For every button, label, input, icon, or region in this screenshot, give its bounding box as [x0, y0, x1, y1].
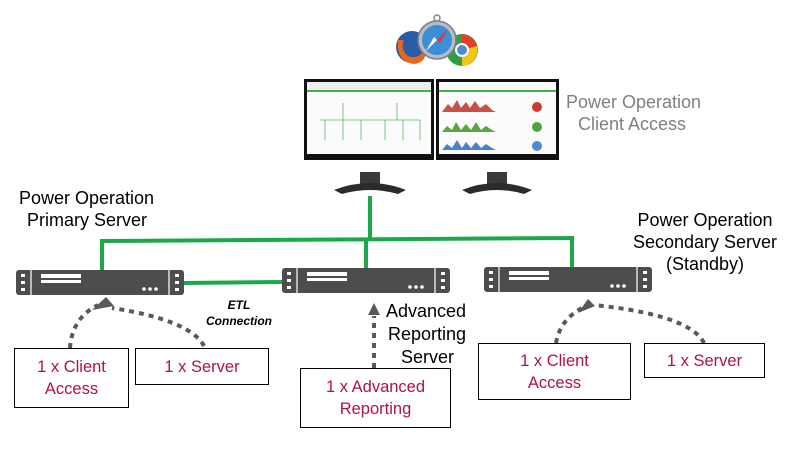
license-arrows: [68, 303, 706, 368]
license-box-primary-client: 1 x Client Access: [14, 348, 129, 408]
license-text: 1 x Client: [520, 351, 589, 370]
etl-connection-label: ETL Connection: [196, 297, 282, 329]
reporting-label-line2: Reporting: [388, 324, 467, 344]
reporting-label-line1: Advanced: [385, 301, 467, 321]
link-primary: [100, 235, 574, 270]
reporting-server-icon: [281, 267, 451, 294]
license-box-secondary-client: 1 x Client Access: [478, 343, 631, 400]
secondary-label-line2: Secondary Server: [632, 232, 778, 252]
secondary-server-label: Power Operation Secondary Server (Standb…: [630, 209, 780, 275]
license-box-secondary-server: 1 x Server: [644, 343, 765, 378]
arrow-heads: [92, 297, 595, 315]
monitor-right: [436, 79, 559, 194]
license-text: Reporting: [339, 400, 412, 418]
arrow-head-reporting: [368, 303, 380, 315]
arrow-head-secondary: [578, 299, 595, 313]
primary-server-label: Power Operation Primary Server: [19, 187, 154, 231]
secondary-label-line1: Power Operation: [637, 210, 773, 230]
arrow-primary-client: [68, 303, 99, 349]
arrow-head-primary: [92, 297, 114, 310]
arrow-secondary-server: [593, 303, 706, 345]
safari-icon: [417, 14, 457, 60]
license-text: 1 x Server: [666, 351, 743, 370]
arrow-primary-server: [111, 306, 206, 348]
client-label-line1: Power Operation: [566, 92, 702, 112]
secondary-label-line3: (Standby): [665, 254, 745, 274]
license-box-primary-server: 1 x Server: [135, 348, 269, 385]
client-access-label: Power Operation Client Access: [566, 91, 701, 135]
license-text: 1 x Client: [37, 358, 106, 376]
license-text: Access: [44, 380, 99, 398]
etl-line1: ETL: [227, 298, 251, 312]
primary-server-icon: [15, 269, 185, 296]
etl-line2: Connection: [206, 314, 272, 328]
arrow-secondary-client: [554, 306, 583, 344]
primary-label-line1: Power Operation: [19, 188, 155, 208]
license-text: Access: [527, 373, 582, 392]
reporting-server-label: Advanced Reporting Server: [385, 300, 466, 369]
link-etl: [181, 280, 285, 285]
reporting-label-line3: Server: [401, 347, 455, 367]
browser-icons: [396, 14, 478, 66]
secondary-server-icon: [483, 266, 653, 293]
network-links: [100, 196, 574, 285]
license-text: 1 x Server: [164, 357, 240, 376]
monitor-left: [304, 79, 434, 194]
license-box-reporting: 1 x Advanced Reporting: [300, 368, 451, 428]
primary-label-line2: Primary Server: [27, 210, 148, 230]
license-text: 1 x Advanced: [325, 378, 426, 396]
client-label-line2: Client Access: [578, 114, 687, 134]
